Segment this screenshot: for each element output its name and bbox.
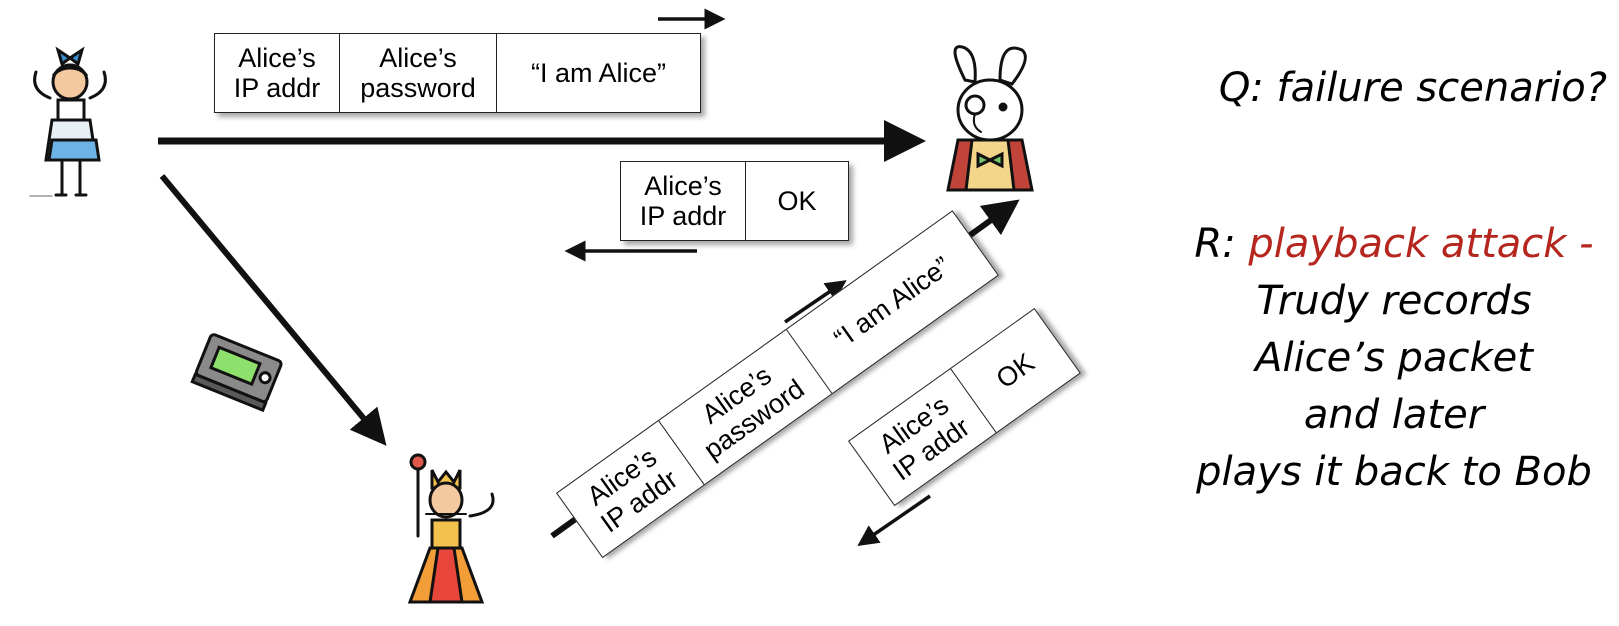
bob-rabbit-icon: [946, 45, 1034, 192]
replay-direction-arrow: [784, 280, 847, 324]
packet-alice-to-bob: Alice’s IP addr Alice’s password “I am A…: [214, 33, 701, 113]
packet-message-field: “I am Alice”: [497, 34, 700, 112]
reply-ok-text: OK: [777, 186, 817, 216]
answer-block: R: playback attack - Trudy records Alice…: [1176, 216, 1612, 501]
alice-icon: [29, 46, 107, 197]
answer-line: and later: [1303, 392, 1485, 438]
answer-first-line: R: playback attack -: [1176, 216, 1612, 273]
answer-line: Alice’s packet: [1255, 335, 1533, 381]
answer-highlight: playback attack -: [1248, 221, 1594, 267]
tape-recorder-icon: [190, 333, 283, 413]
packet-ip-field: Alice’s IP addr: [215, 34, 340, 112]
reply-ok-field: OK: [746, 162, 848, 240]
question-text: Q: failure scenario?: [1218, 65, 1607, 111]
answer-prefix: R:: [1194, 221, 1249, 267]
reply-ip-line2: IP addr: [639, 201, 727, 231]
packet-message-text: “I am Alice”: [530, 58, 667, 88]
replay-reply-ok-text: OK: [990, 347, 1040, 395]
packet-password-field: Alice’s password: [340, 34, 497, 112]
answer-line: plays it back to Bob: [1196, 449, 1592, 495]
reply-ip-field: Alice’s IP addr: [621, 162, 746, 240]
answer-line: Trudy records: [1256, 278, 1532, 324]
alice-to-trudy-arrow: [159, 174, 387, 446]
reply-bob-to-alice: Alice’s IP addr OK: [620, 161, 849, 241]
reply-ip-line1: Alice’s: [644, 171, 722, 201]
packet-ip-line2: IP addr: [233, 73, 321, 103]
packet-ip-line1: Alice’s: [238, 43, 316, 73]
replay-reply-direction-arrow: [857, 494, 931, 546]
packet-password-line2: password: [360, 73, 476, 103]
packet-password-line1: Alice’s: [379, 43, 457, 73]
trudy-queen-icon: [407, 453, 495, 604]
